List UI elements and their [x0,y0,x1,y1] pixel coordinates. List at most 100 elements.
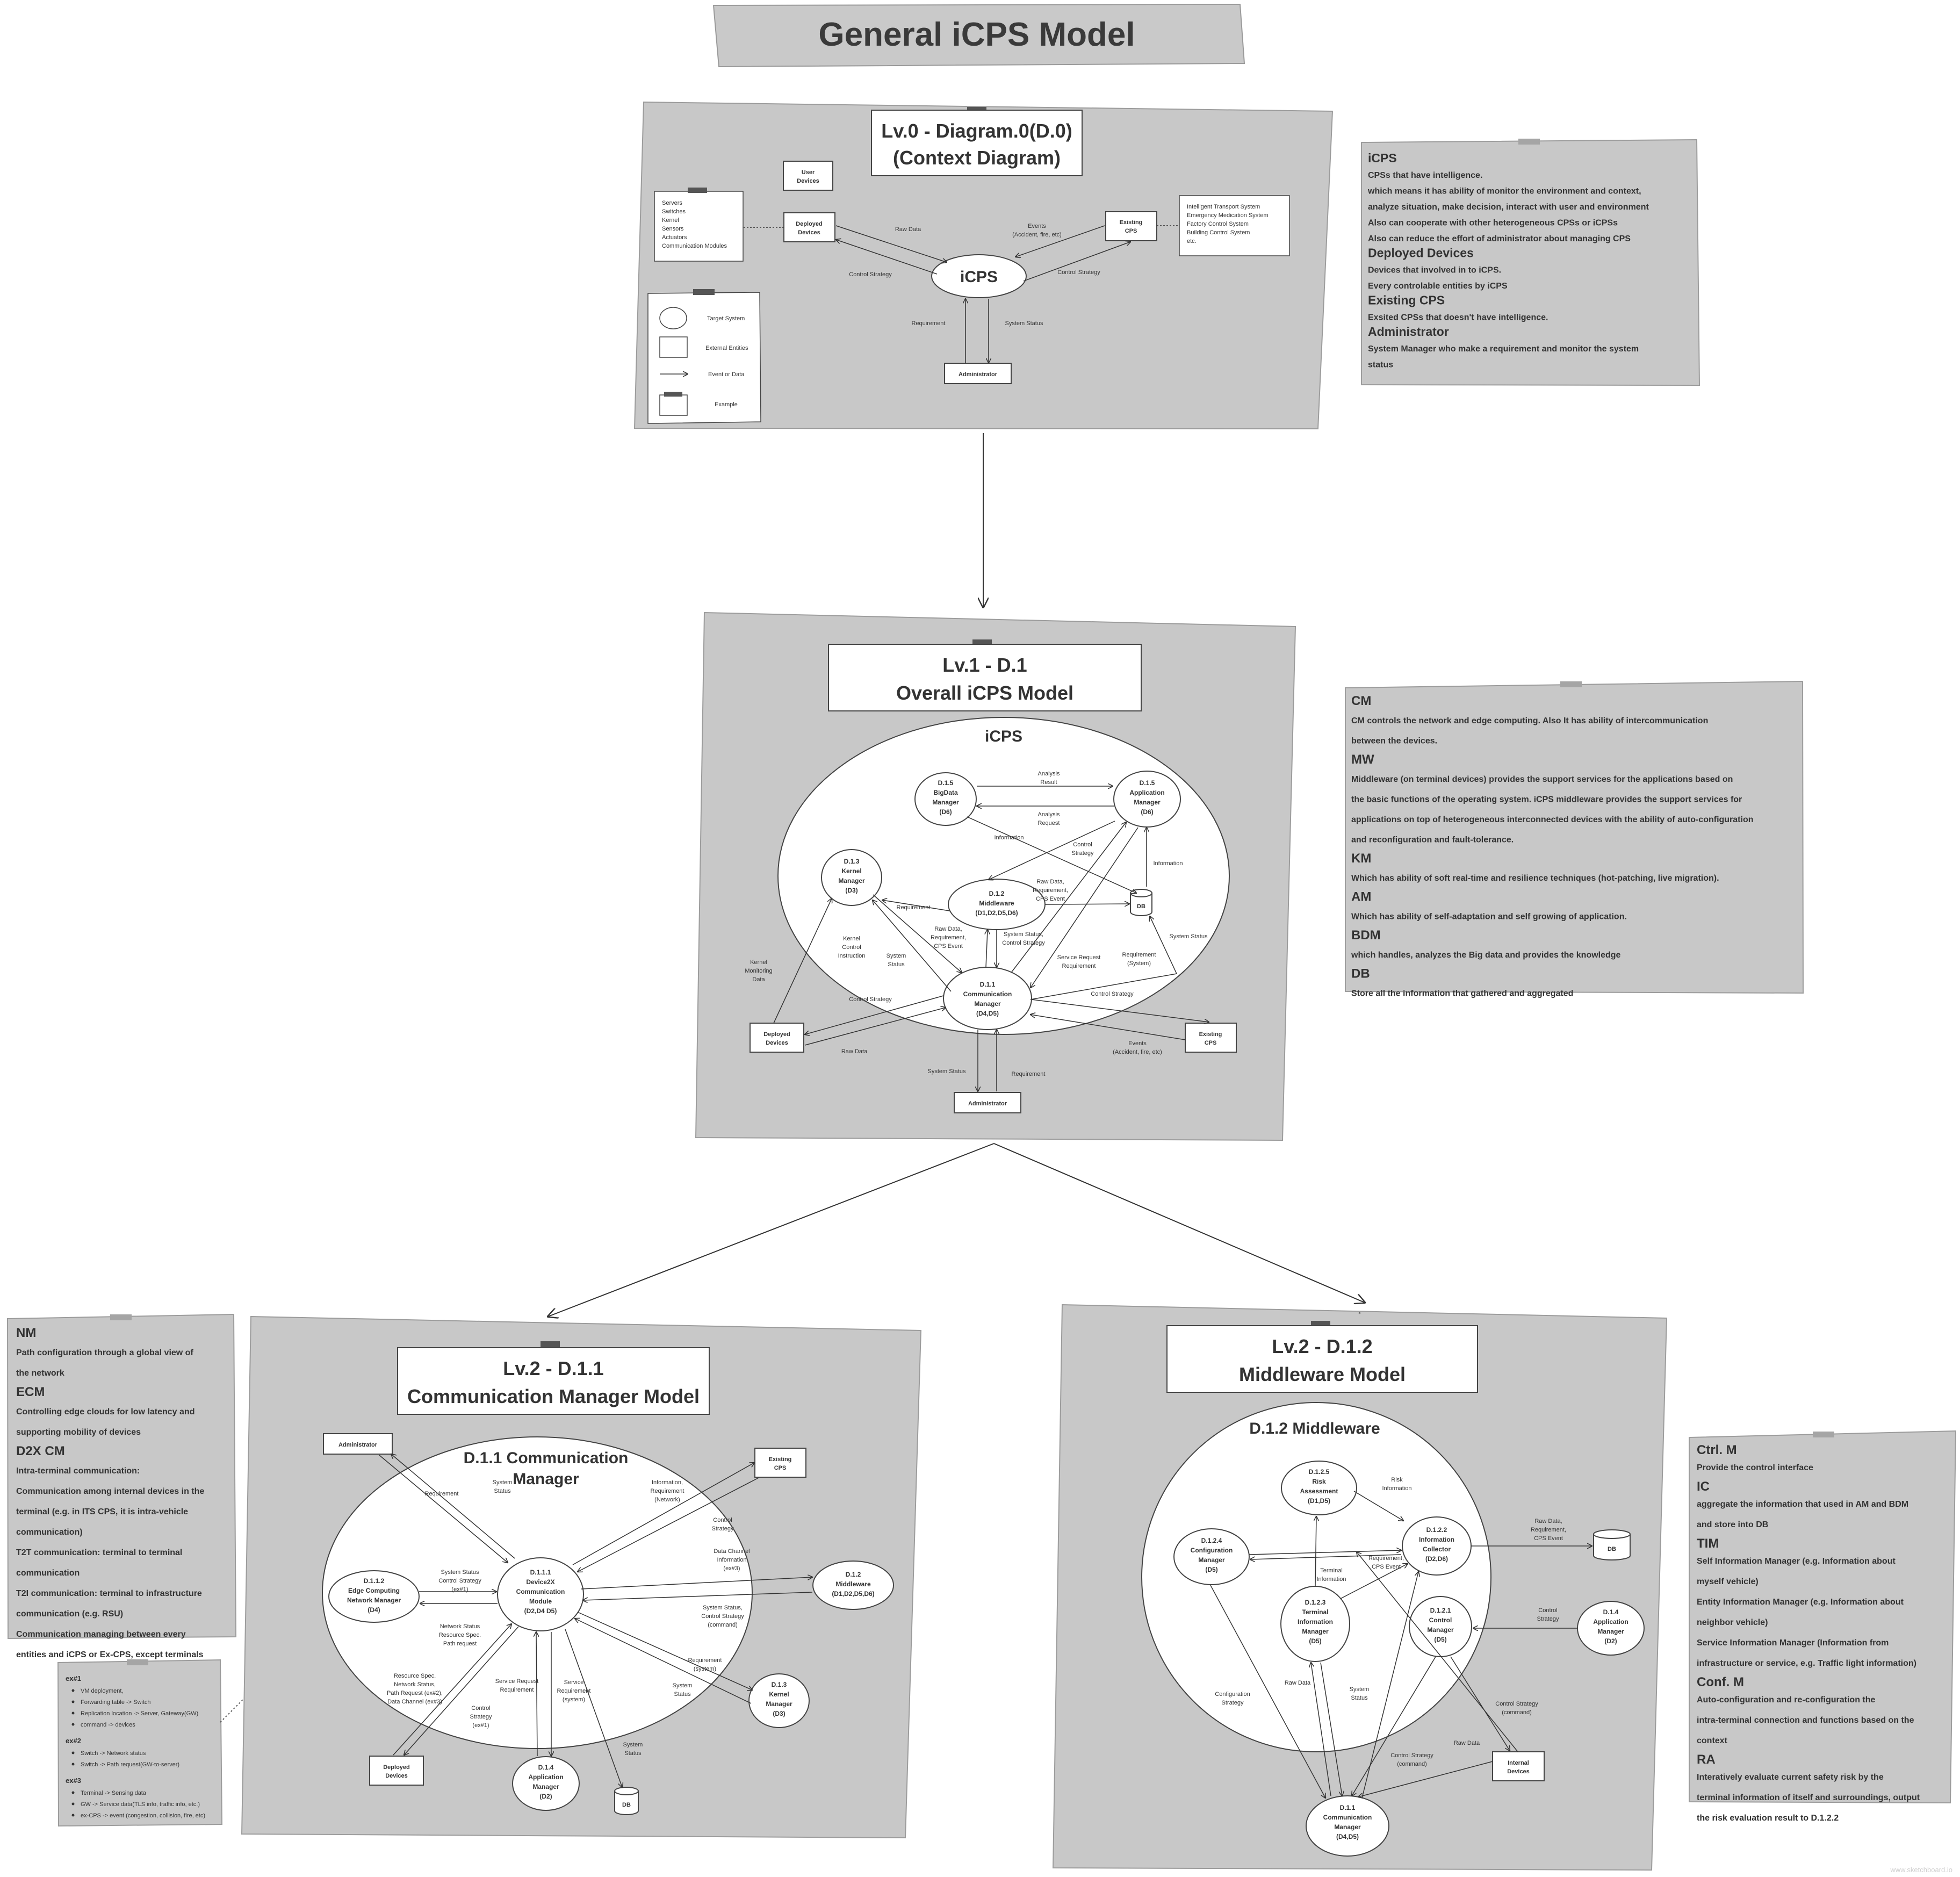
lv1-admin-label: Administrator [968,1101,1007,1107]
flow-label: Raw Data, [1036,879,1064,885]
lv0-title-box [871,110,1083,176]
note-heading: Ctrl. M [1697,1443,1737,1457]
note-line: CPSs that have intelligence. [1368,171,1482,180]
node-label: (D2,D6) [1425,1555,1448,1563]
connector-arrow [548,1143,995,1317]
example-text: Servers [662,200,682,206]
flow-label: Control [713,1517,732,1523]
lv2a-deployed-devices [369,1756,424,1786]
lv0-panel: Lv.0 - Diagram.0(D.0) (Context Diagram) … [633,101,1334,430]
node-label: (D3) [845,887,857,894]
lv2a-panel: Lv.2 - D.1.1 Communication Manager Model… [241,1315,922,1839]
flow-label: Service [564,1679,584,1686]
bullet-icon [71,1814,75,1817]
note-line: and reconfiguration and fault-tolerance. [1351,836,1514,845]
node-label: D.1.2.1 [1430,1607,1451,1614]
note-line: T2T communication: terminal to terminal [16,1548,182,1557]
note-line: which means it has ability of monitor th… [1367,187,1641,196]
flow-label: Control Strategy [701,1613,744,1620]
lv0-deployed-devices [783,212,835,242]
node-label: Terminal [1302,1608,1328,1616]
flow-label: Data Channel (ex#3) [387,1699,442,1705]
flow-label: Control [1073,842,1092,848]
node-label: (D5) [1309,1637,1321,1645]
flow-label: Kernel [843,936,860,942]
note-heading: D2X CM [16,1444,65,1458]
flow-label: Risk [1391,1477,1403,1483]
example-text: Factory Control System [1187,221,1249,227]
lv2a-existing-cps [754,1448,806,1478]
existing-examples: Intelligent Transport System Emergency M… [1187,204,1269,244]
node-label: (D3) [773,1710,785,1717]
example-item: Switch -> Path request(GW-to-server) [81,1761,179,1768]
lv0-administrator-label: Administrator [959,371,998,378]
note-line: applications on top of heterogeneous int… [1351,815,1754,824]
node-label: Manager [766,1700,792,1708]
node-label: (D1,D5) [1308,1497,1330,1505]
flow-label: Raw Data [895,226,921,233]
flow-label: (command) [1502,1709,1532,1716]
lv2b-title-box [1166,1325,1478,1393]
node-label: Edge Computing [348,1587,400,1594]
flow-label: Requirement [1122,952,1156,958]
flow-label: Data Channel [714,1548,750,1555]
node-label: (D1,D2,D5,D6) [975,909,1018,917]
flow-label: Information [1316,1576,1346,1583]
note-heading: Conf. M [1697,1675,1744,1689]
note-line: Store all the information that gathered … [1351,989,1573,998]
note-line: intra-terminal connection and functions … [1697,1716,1914,1725]
flow-label: Monitoring [745,968,772,974]
bullet-icon [71,1711,75,1715]
flow-label: Control [842,944,861,951]
node-label: D.1.3 [844,858,860,865]
examples-note-text: ex#1VM deployment,Forwarding table -> Sw… [66,1674,205,1819]
flow-label: Terminal [1320,1567,1343,1574]
flow-label: Requirement [557,1688,591,1694]
lv2a-existing-label: Existing [769,1456,792,1463]
flow-label: System [493,1479,513,1486]
flow-label: System [1350,1686,1370,1693]
node-label: Configuration [1191,1547,1233,1554]
lv2a-system-label: Manager [513,1470,579,1488]
legend-label: Example [715,401,738,408]
lv2b-db: DB [1593,1529,1631,1560]
flow-label: Control [471,1705,490,1711]
flow-label: Requirement [688,1657,722,1664]
flow-label: System Status, [1004,931,1043,938]
lv2a-appmgr-node [512,1756,580,1811]
note-line: Entity Information Manager (e.g. Informa… [1697,1598,1904,1607]
node-label: D.1.2.2 [1426,1526,1447,1534]
flow-label: Requirement [1012,1071,1046,1077]
flow-label: Control Strategy [1495,1701,1538,1707]
node-label: Manager [1302,1628,1329,1635]
example-item: ex-CPS -> event (congestion, collision, … [81,1813,205,1819]
lv2a-deployed-label: Devices [385,1773,408,1779]
note-line: Interatively evaluate current safety ris… [1697,1773,1884,1782]
flow-label: (System) [1127,960,1151,967]
flow-label: Requirement, [931,934,966,941]
flow-label: Information [1382,1485,1411,1492]
legend-label: Event or Data [708,371,745,378]
flow-label: Network Status [440,1623,480,1630]
flow-label: Information, [652,1479,683,1486]
node-label: Manager [1597,1628,1624,1635]
node-label: Network Manager [347,1596,401,1604]
node-label: Communication [963,990,1012,998]
lv1-system-label: iCPS [985,728,1022,745]
flow-label: (command) [1397,1761,1427,1767]
node-label: Manager [974,1000,1001,1008]
flow-label: System [623,1742,643,1748]
note-line: Intra-terminal communication: [16,1466,140,1476]
note-line: Provide the control interface [1697,1463,1813,1472]
note-line: Path configuration through a global view… [16,1348,193,1357]
lv2b-db-label: DB [1608,1546,1616,1552]
note-line: Auto-configuration and re-configuration … [1697,1695,1876,1705]
flow-label: Raw Data [1454,1740,1480,1746]
note-heading: Existing CPS [1368,293,1445,307]
note-heading: BDM [1351,928,1381,943]
lv1-db-label: DB [1137,903,1145,910]
example-text: Switches [662,208,686,215]
node-label: Manager [1334,1823,1361,1831]
